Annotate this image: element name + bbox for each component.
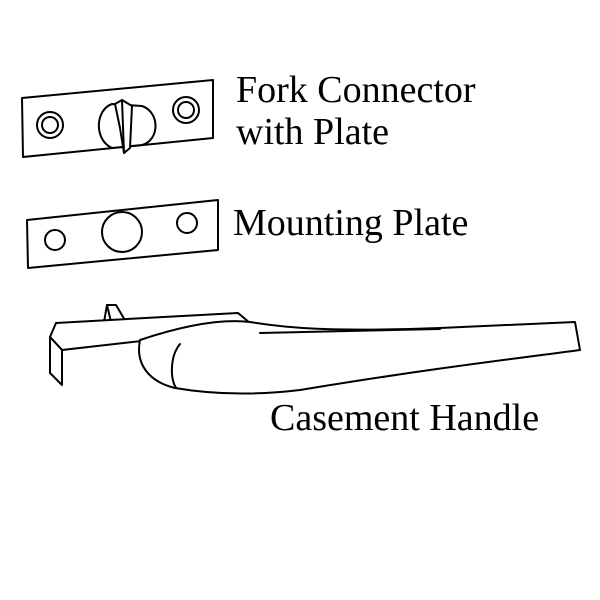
handle-lever	[138, 320, 581, 395]
mounting-plate-left-hole	[44, 229, 66, 251]
mounting-plate	[26, 199, 219, 269]
handle-lever-inner-edge	[170, 343, 181, 389]
mounting-plate-center-hole	[101, 211, 143, 253]
mounting-plate-label: Mounting Plate	[233, 202, 469, 244]
casement-handle	[49, 304, 581, 395]
fork-connector-label-line1: Fork Connector	[236, 69, 476, 111]
handle-base-front	[49, 336, 63, 386]
fork-connector-with-plate	[21, 79, 214, 158]
casement-handle-label: Casement Handle	[270, 397, 540, 439]
fork-plate-left-screw-hole	[36, 111, 64, 139]
fork-connector-label-line2: with Plate	[236, 111, 390, 153]
fork-plate-right-screw-hole	[172, 96, 200, 124]
mounting-plate-right-hole	[176, 212, 198, 234]
handle-base-body	[49, 312, 251, 351]
